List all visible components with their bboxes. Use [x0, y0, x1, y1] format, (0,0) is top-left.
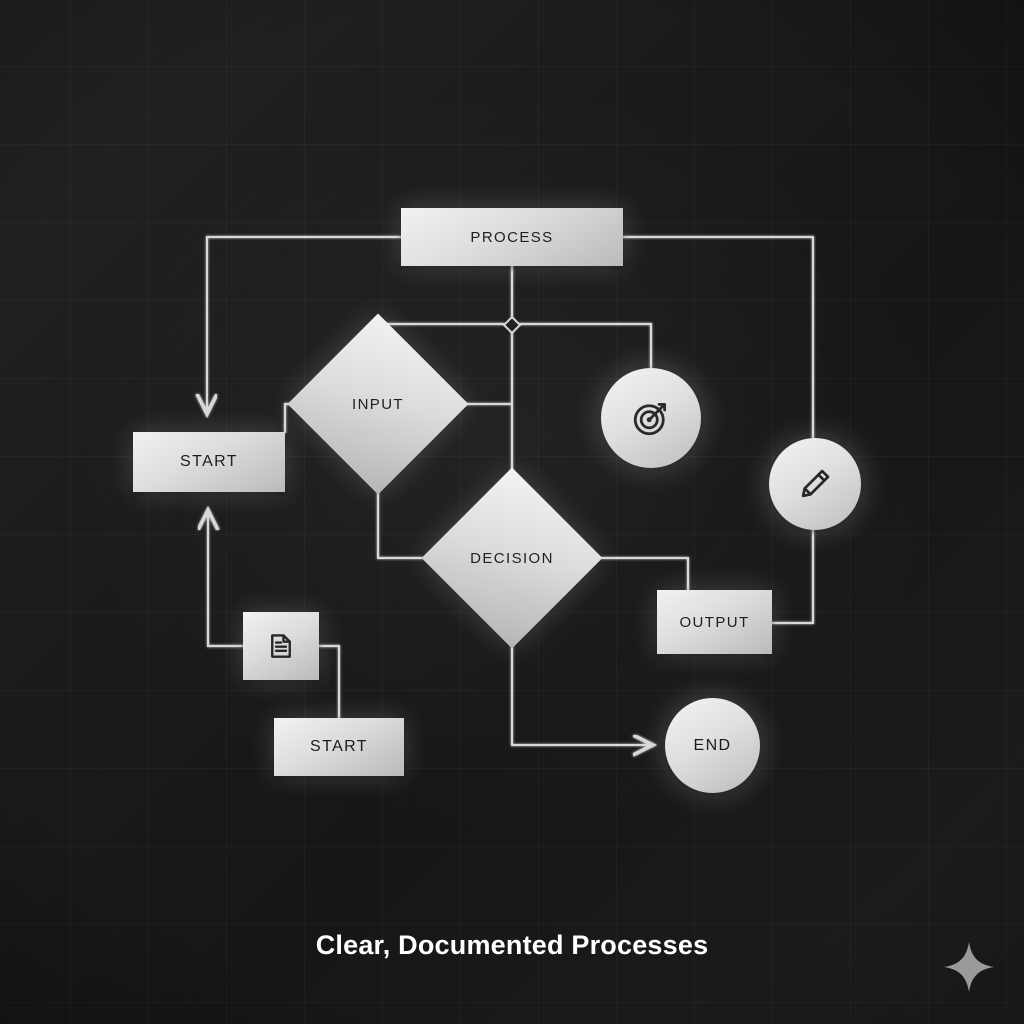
node-target[interactable] [601, 368, 701, 468]
node-process[interactable]: PROCESS [401, 208, 623, 266]
node-output-label: OUTPUT [679, 613, 750, 631]
edge-document-to-start-left [208, 512, 244, 647]
junction-diamond-icon [502, 315, 522, 335]
edge-decision-to-end [511, 621, 651, 745]
edge-document-to-start-bot [318, 645, 340, 719]
node-input-label: INPUT [352, 395, 404, 413]
caption-text: Clear, Documented Processes [315, 930, 709, 960]
node-start-bottom[interactable]: START [274, 718, 404, 776]
node-document[interactable] [243, 612, 319, 680]
sparkle-icon [944, 942, 994, 992]
pencil-icon [801, 469, 830, 498]
node-start-bottom-label: START [310, 738, 368, 755]
node-process-label: PROCESS [470, 228, 554, 246]
node-decision-label: DECISION [470, 549, 554, 567]
node-input[interactable]: INPUT [287, 313, 469, 495]
node-pencil[interactable] [769, 438, 861, 530]
node-output[interactable]: OUTPUT [657, 590, 772, 654]
node-end-label: END [693, 736, 732, 754]
edge-junction-to-target [518, 323, 652, 369]
target-icon [633, 402, 667, 436]
node-start-left-label: START [180, 453, 238, 470]
document-icon [271, 634, 291, 658]
node-start-left[interactable]: START [133, 432, 285, 492]
node-end[interactable]: END [665, 698, 760, 793]
edge-decision-to-output [601, 557, 689, 591]
node-decision[interactable]: DECISION [421, 467, 603, 649]
